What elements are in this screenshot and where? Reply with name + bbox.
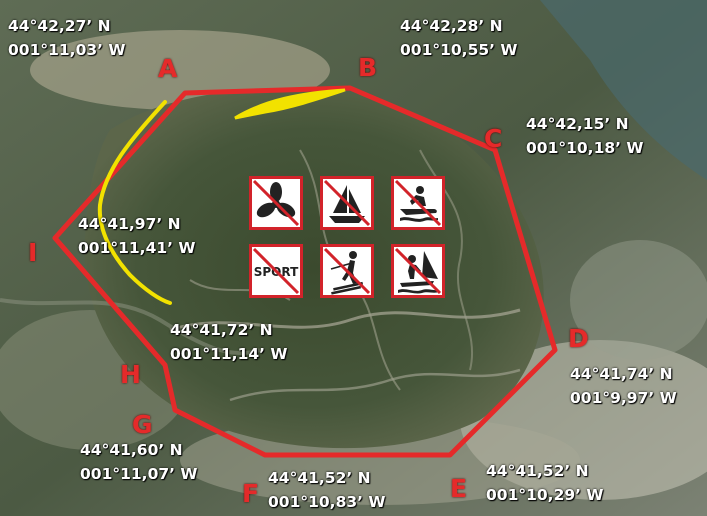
no-waterski-icon (323, 247, 371, 295)
latitude: 44°42,28’ N (400, 17, 503, 35)
coordinate-f: 44°41,52’ N 001°10,83’ W (268, 466, 386, 514)
no-sailboat-icon (323, 179, 371, 227)
latitude: 44°41,60’ N (80, 441, 183, 459)
no-propeller-icon (252, 179, 300, 227)
no-windsurf-sign (391, 244, 445, 298)
no-sport-sign: SPORT (249, 244, 303, 298)
coordinate-a: 44°42,27’ N 001°11,03’ W (8, 14, 126, 62)
point-label-d: D (568, 324, 589, 353)
no-propeller-sign (249, 176, 303, 230)
point-label-c: C (484, 124, 503, 153)
coordinate-i: 44°41,97’ N 001°11,41’ W (78, 212, 196, 260)
latitude: 44°41,72’ N (170, 321, 273, 339)
longitude: 001°10,18’ W (526, 139, 644, 157)
point-label-h: H (120, 360, 141, 389)
longitude: 001°11,41’ W (78, 239, 196, 257)
no-jetski-sign (391, 176, 445, 230)
point-label-i: I (28, 238, 38, 267)
protected-zone-boundary (52, 85, 558, 458)
no-windsurf-icon (394, 247, 442, 295)
longitude: 001°11,03’ W (8, 41, 126, 59)
point-label-f: F (242, 479, 260, 508)
coordinate-g: 44°41,60’ N 001°11,07’ W (80, 438, 198, 486)
point-label-g: G (132, 410, 153, 439)
coordinate-h: 44°41,72’ N 001°11,14’ W (170, 318, 288, 366)
coordinate-b: 44°42,28’ N 001°10,55’ W (400, 14, 518, 62)
latitude: 44°42,27’ N (8, 17, 111, 35)
coordinate-d: 44°41,74’ N 001°9,97’ W (570, 362, 677, 410)
longitude: 001°10,55’ W (400, 41, 518, 59)
point-label-e: E (450, 474, 468, 503)
coordinate-e: 44°41,52’ N 001°10,29’ W (486, 459, 604, 507)
shoreline-marker-north (234, 88, 346, 120)
no-waterski-sign (320, 244, 374, 298)
longitude: 001°11,14’ W (170, 345, 288, 363)
shoreline-marker (97, 100, 172, 305)
longitude: 001°10,29’ W (486, 486, 604, 504)
latitude: 44°41,97’ N (78, 215, 181, 233)
latitude: 44°41,74’ N (570, 365, 673, 383)
no-sailboat-sign (320, 176, 374, 230)
point-label-b: B (358, 53, 378, 82)
latitude: 44°41,52’ N (268, 469, 371, 487)
point-label-a: A (158, 54, 178, 83)
latitude: 44°42,15’ N (526, 115, 629, 133)
no-jetski-icon (394, 179, 442, 227)
coordinate-c: 44°42,15’ N 001°10,18’ W (526, 112, 644, 160)
latitude: 44°41,52’ N (486, 462, 589, 480)
longitude: 001°11,07’ W (80, 465, 198, 483)
no-sport-icon: SPORT (252, 247, 299, 295)
longitude: 001°9,97’ W (570, 389, 677, 407)
longitude: 001°10,83’ W (268, 493, 386, 511)
